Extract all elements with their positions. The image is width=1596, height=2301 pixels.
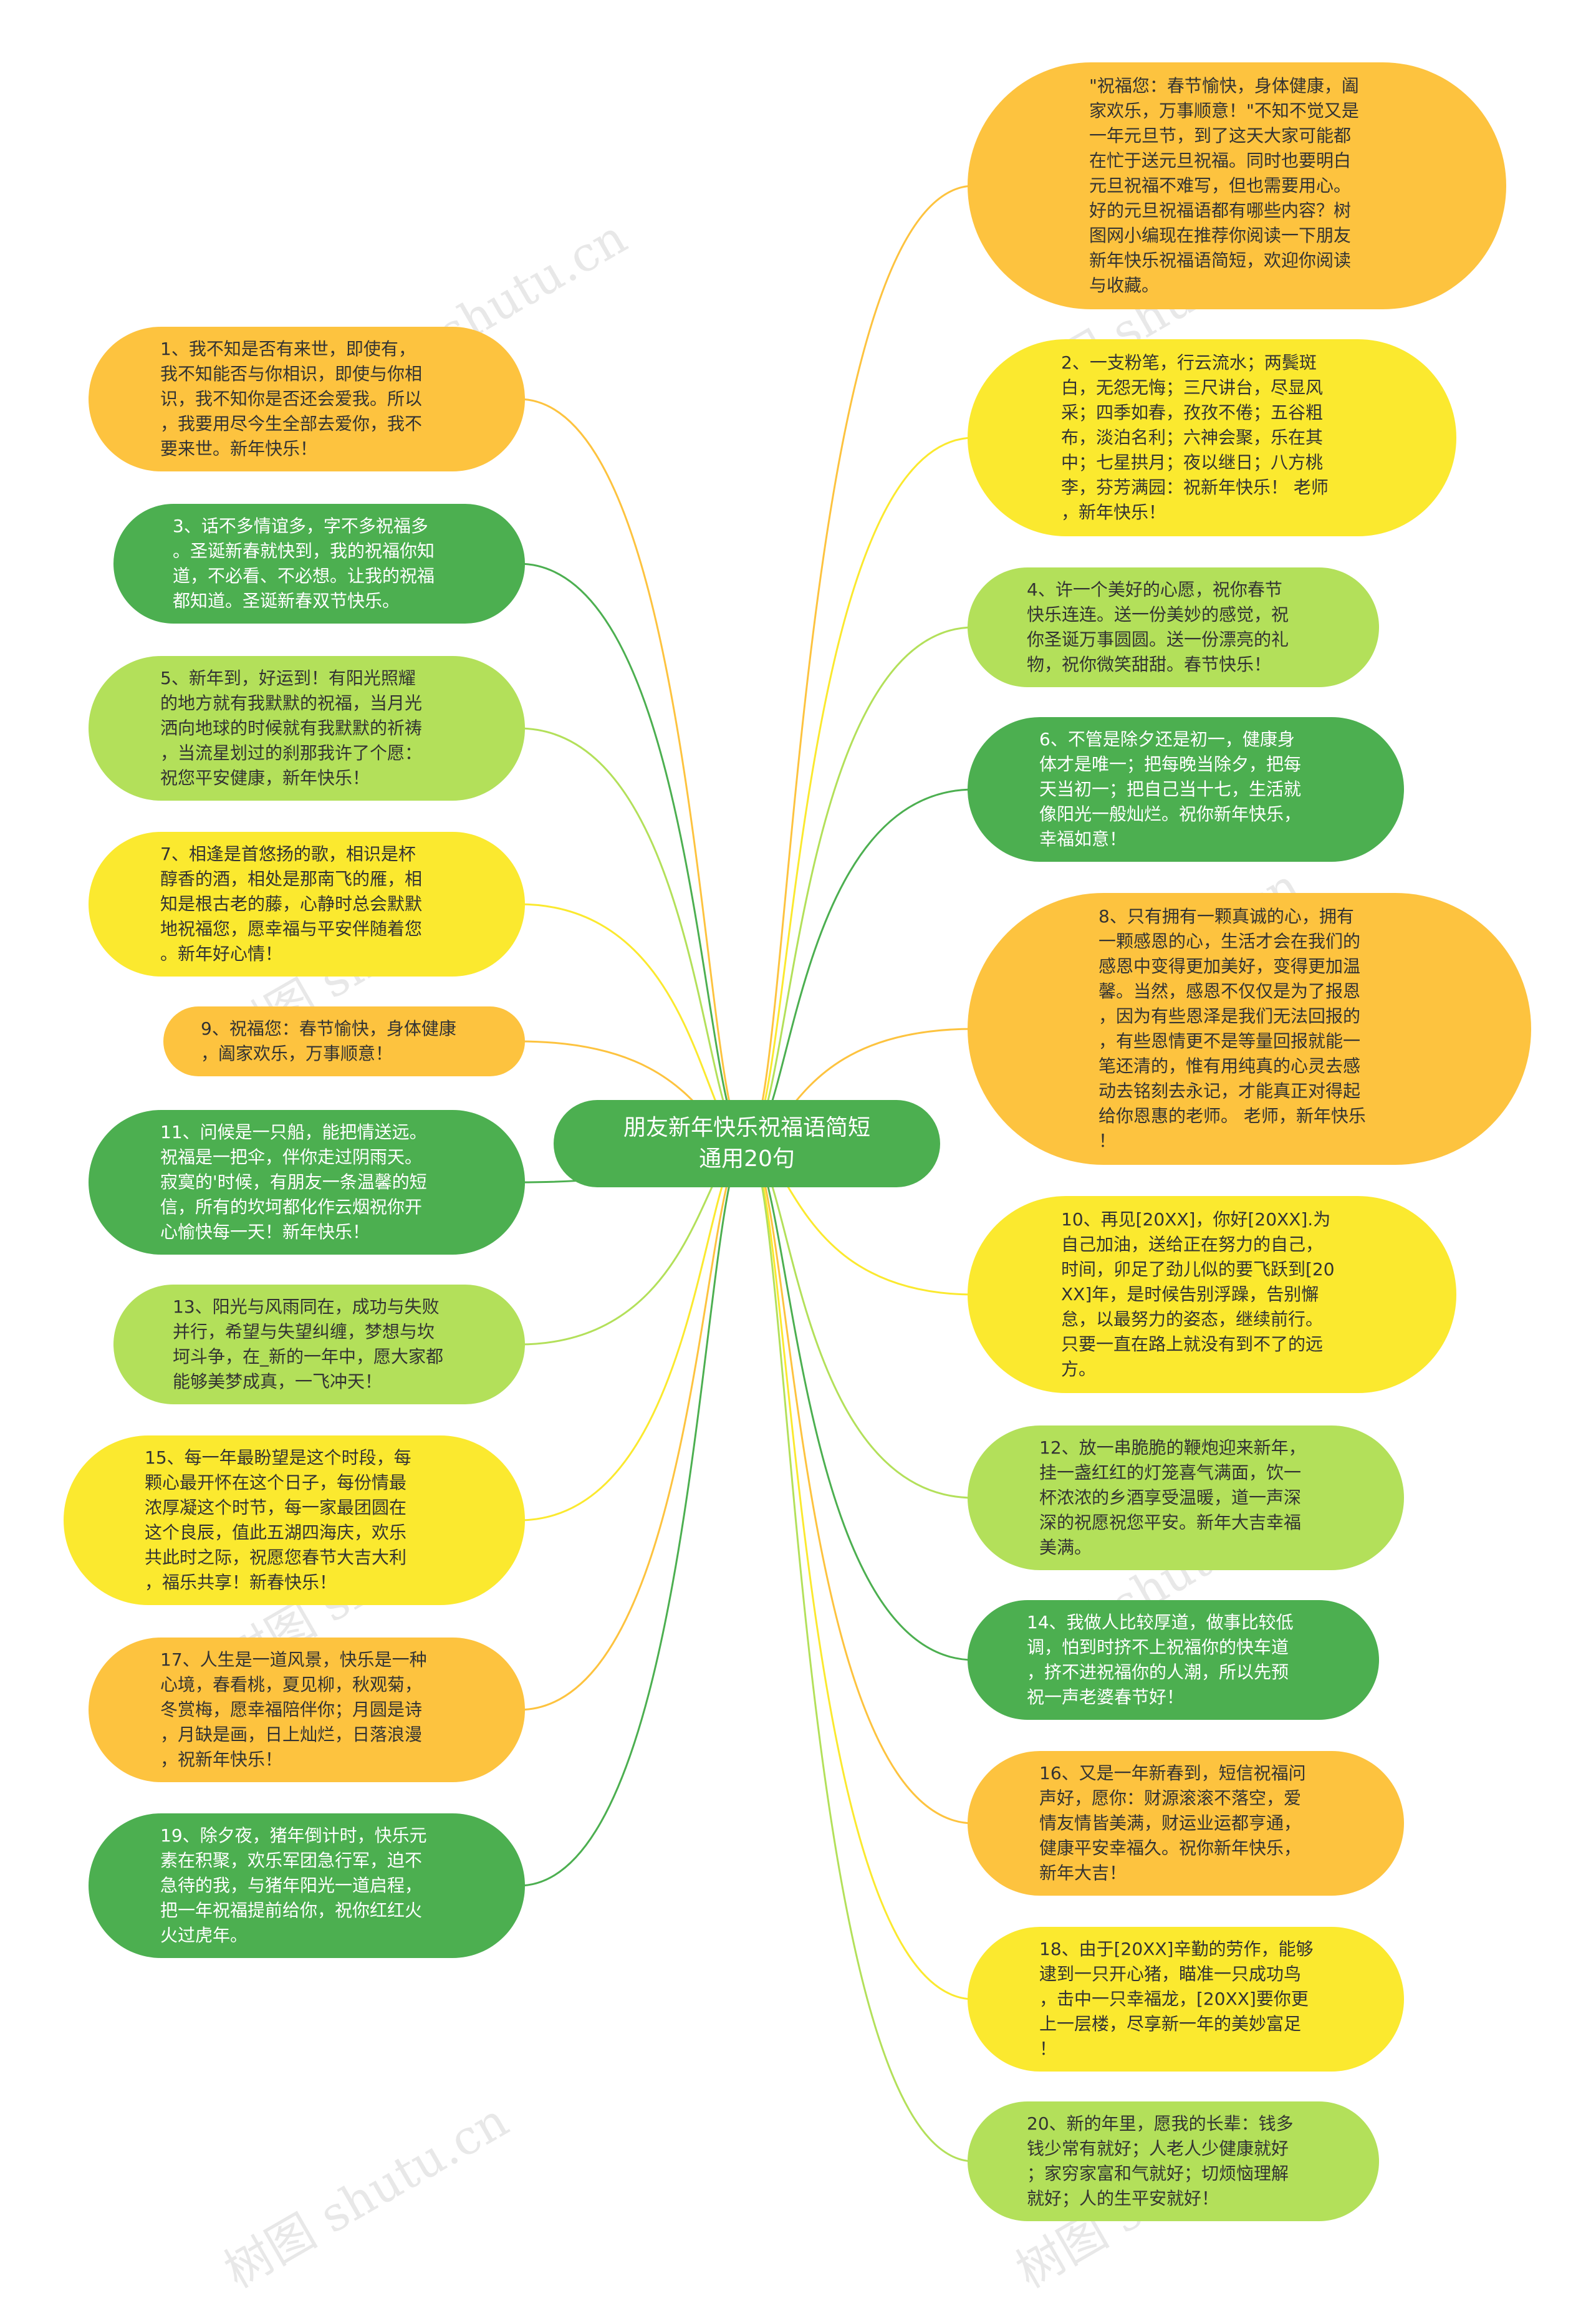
blessing-node-4[interactable]: 4、许一个美好的心愿，祝你春节 快乐连连。送一份美妙的感觉，祝 你圣诞万事圆圆。… <box>968 567 1379 687</box>
blessing-node-2[interactable]: 2、一支粉笔，行云流水；两鬓斑 白，无怨无悔；三尺讲台，尽显风 采；四季如春，孜… <box>968 339 1456 536</box>
connector-blessing-node-15 <box>518 1142 748 1522</box>
blessing-node-20[interactable]: 20、新的年里，愿我的长辈：钱多 钱少常有就好；人老人少健康就好 ；家穷家富和气… <box>968 2101 1379 2221</box>
blessing-node-17[interactable]: 17、人生是一道风景，快乐是一种 心境，春看桃，夏见柳，秋观菊， 冬赏梅，愿幸福… <box>89 1638 525 1782</box>
blessing-text: "祝福您：春节愉快，身体健康，阖 家欢乐，万事顺意！"不知不觉又是 一年元旦节，… <box>1089 75 1359 296</box>
blessing-text: 16、又是一年新春到，短信祝福问 声好，愿你：财源滚滚不落空，爱 情友情皆美满，… <box>1039 1763 1306 1883</box>
blessing-node-3[interactable]: 3、话不多情谊多，字不多祝福多 。圣诞新春就快到，我的祝福你知 道，不必看、不必… <box>113 504 525 624</box>
blessing-text: 17、人生是一道风景，快乐是一种 心境，春看桃，夏见柳，秋观菊， 冬赏梅，愿幸福… <box>160 1649 427 1770</box>
blessing-text: 10、再见[20XX]，你好[20XX].为 自己加油，送给正在努力的自己， 时… <box>1061 1209 1335 1379</box>
connector-blessing-node-19 <box>518 1142 748 1887</box>
connector-blessing-node-6 <box>746 788 974 1145</box>
blessing-text: 2、一支粉笔，行云流水；两鬓斑 白，无怨无悔；三尺讲台，尽显风 采；四季如春，孜… <box>1061 352 1329 523</box>
connector-blessing-node-17 <box>518 1142 748 1711</box>
blessing-text: 6、不管是除夕还是初一，健康身 体才是唯一；把每晚当除夕，把每 天当初一；把自己… <box>1039 729 1302 849</box>
central-topic-label: 朋友新年快乐祝福语简短 通用20句 <box>623 1115 870 1172</box>
blessing-text: 18、由于[20XX]辛勤的劳作，能够 逮到一只开心猪，瞄准一只成功鸟 ，击中一… <box>1039 1939 1314 2059</box>
connector-blessing-node-16 <box>746 1142 974 1825</box>
blessing-text: 5、新年到，好运到！有阳光照耀 的地方就有我默默的祝福，当月光 洒向地球的时候就… <box>160 668 423 788</box>
blessing-text: 3、话不多情谊多，字不多祝福多 。圣诞新春就快到，我的祝福你知 道，不必看、不必… <box>173 516 435 611</box>
blessing-node-7[interactable]: 7、相逢是首悠扬的歌，相识是杯 醇香的酒，相处是那南飞的雁，相 知是根古老的藤，… <box>89 832 525 977</box>
blessing-node-16[interactable]: 16、又是一年新春到，短信祝福问 声好，愿你：财源滚滚不落空，爱 情友情皆美满，… <box>968 1751 1404 1896</box>
blessing-node-6[interactable]: 6、不管是除夕还是初一，健康身 体才是唯一；把每晚当除夕，把每 天当初一；把自己… <box>968 717 1404 862</box>
blessing-node-1[interactable]: 1、我不知是否有来世，即使有， 我不知能否与你相识，即使与你相 识，我不知你是否… <box>89 327 525 471</box>
blessing-node-19[interactable]: 19、除夕夜，猪年倒计时，快乐元 素在积聚，欢乐军团急行军，迫不 急待的我，与猪… <box>89 1813 525 1958</box>
connector-blessing-node-20 <box>746 1142 974 2163</box>
blessing-text: 9、祝福您：春节愉快，身体健康 ，阖家欢乐，万事顺意！ <box>201 1018 456 1064</box>
connector-intro-node <box>746 185 974 1145</box>
blessing-text: 13、阳光与风雨同在，成功与失败 并行，希望与失望纠缠，梦想与坎 坷斗争，在_新… <box>173 1296 444 1392</box>
blessing-text: 7、相逢是首悠扬的歌，相识是杯 醇香的酒，相处是那南飞的雁，相 知是根古老的藤，… <box>160 844 423 964</box>
blessing-node-14[interactable]: 14、我做人比较厚道，做事比较低 调，怕到时挤不上祝福你的快车道 ，挤不进祝福你… <box>968 1600 1379 1720</box>
blessing-text: 15、每一年最盼望是这个时段，每 颗心最开怀在这个日子，每份情最 浓厚凝这个时节… <box>145 1447 411 1593</box>
connector-blessing-node-1 <box>518 398 748 1145</box>
central-topic[interactable]: 朋友新年快乐祝福语简短 通用20句 <box>554 1100 940 1187</box>
connector-blessing-node-18 <box>746 1142 974 2000</box>
blessing-node-8[interactable]: 8、只有拥有一颗真诚的心，拥有 一颗感恩的心，生活才会在我们的 感恩中变得更加美… <box>968 893 1531 1165</box>
blessing-text: 1、我不知是否有来世，即使有， 我不知能否与你相识，即使与你相 识，我不知你是否… <box>160 339 423 459</box>
blessing-node-11[interactable]: 11、问候是一只船，能把情送远。 祝福是一把伞，伴你走过阴雨天。 寂寞的'时候，… <box>89 1110 525 1255</box>
blessing-text: 4、许一个美好的心愿，祝你春节 快乐连连。送一份美妙的感觉，祝 你圣诞万事圆圆。… <box>1027 579 1289 675</box>
blessing-node-9[interactable]: 9、祝福您：春节愉快，身体健康 ，阖家欢乐，万事顺意！ <box>163 1006 525 1076</box>
blessing-node-10[interactable]: 10、再见[20XX]，你好[20XX].为 自己加油，送给正在努力的自己， 时… <box>968 1196 1456 1393</box>
blessing-node-12[interactable]: 12、放一串脆脆的鞭炮迎来新年， 挂一盏红红的灯笼喜气满面，饮一 杯浓浓的乡酒享… <box>968 1425 1404 1570</box>
blessing-text: 20、新的年里，愿我的长辈：钱多 钱少常有就好；人老人少健康就好 ；家穷家富和气… <box>1027 2113 1294 2209</box>
blessing-node-13[interactable]: 13、阳光与风雨同在，成功与失败 并行，希望与失望纠缠，梦想与坎 坷斗争，在_新… <box>113 1285 525 1404</box>
connector-blessing-node-5 <box>518 727 748 1145</box>
intro-node[interactable]: "祝福您：春节愉快，身体健康，阖 家欢乐，万事顺意！"不知不觉又是 一年元旦节，… <box>968 62 1506 309</box>
blessing-text: 12、放一串脆脆的鞭炮迎来新年， 挂一盏红红的灯笼喜气满面，饮一 杯浓浓的乡酒享… <box>1039 1437 1306 1558</box>
blessing-text: 8、只有拥有一颗真诚的心，拥有 一颗感恩的心，生活才会在我们的 感恩中变得更加美… <box>1098 906 1366 1151</box>
blessing-text: 11、问候是一只船，能把情送远。 祝福是一把伞，伴你走过阴雨天。 寂寞的'时候，… <box>160 1122 427 1242</box>
blessing-text: 14、我做人比较厚道，做事比较低 调，怕到时挤不上祝福你的快车道 ，挤不进祝福你… <box>1027 1612 1294 1707</box>
blessing-text: 19、除夕夜，猪年倒计时，快乐元 素在积聚，欢乐军团急行军，迫不 急待的我，与猪… <box>160 1825 427 1946</box>
blessing-node-18[interactable]: 18、由于[20XX]辛勤的劳作，能够 逮到一只开心猪，瞄准一只成功鸟 ，击中一… <box>968 1927 1404 2072</box>
blessing-node-5[interactable]: 5、新年到，好运到！有阳光照耀 的地方就有我默默的祝福，当月光 洒向地球的时候就… <box>89 656 525 801</box>
blessing-node-15[interactable]: 15、每一年最盼望是这个时段，每 颗心最开怀在这个日子，每份情最 浓厚凝这个时节… <box>64 1435 525 1605</box>
